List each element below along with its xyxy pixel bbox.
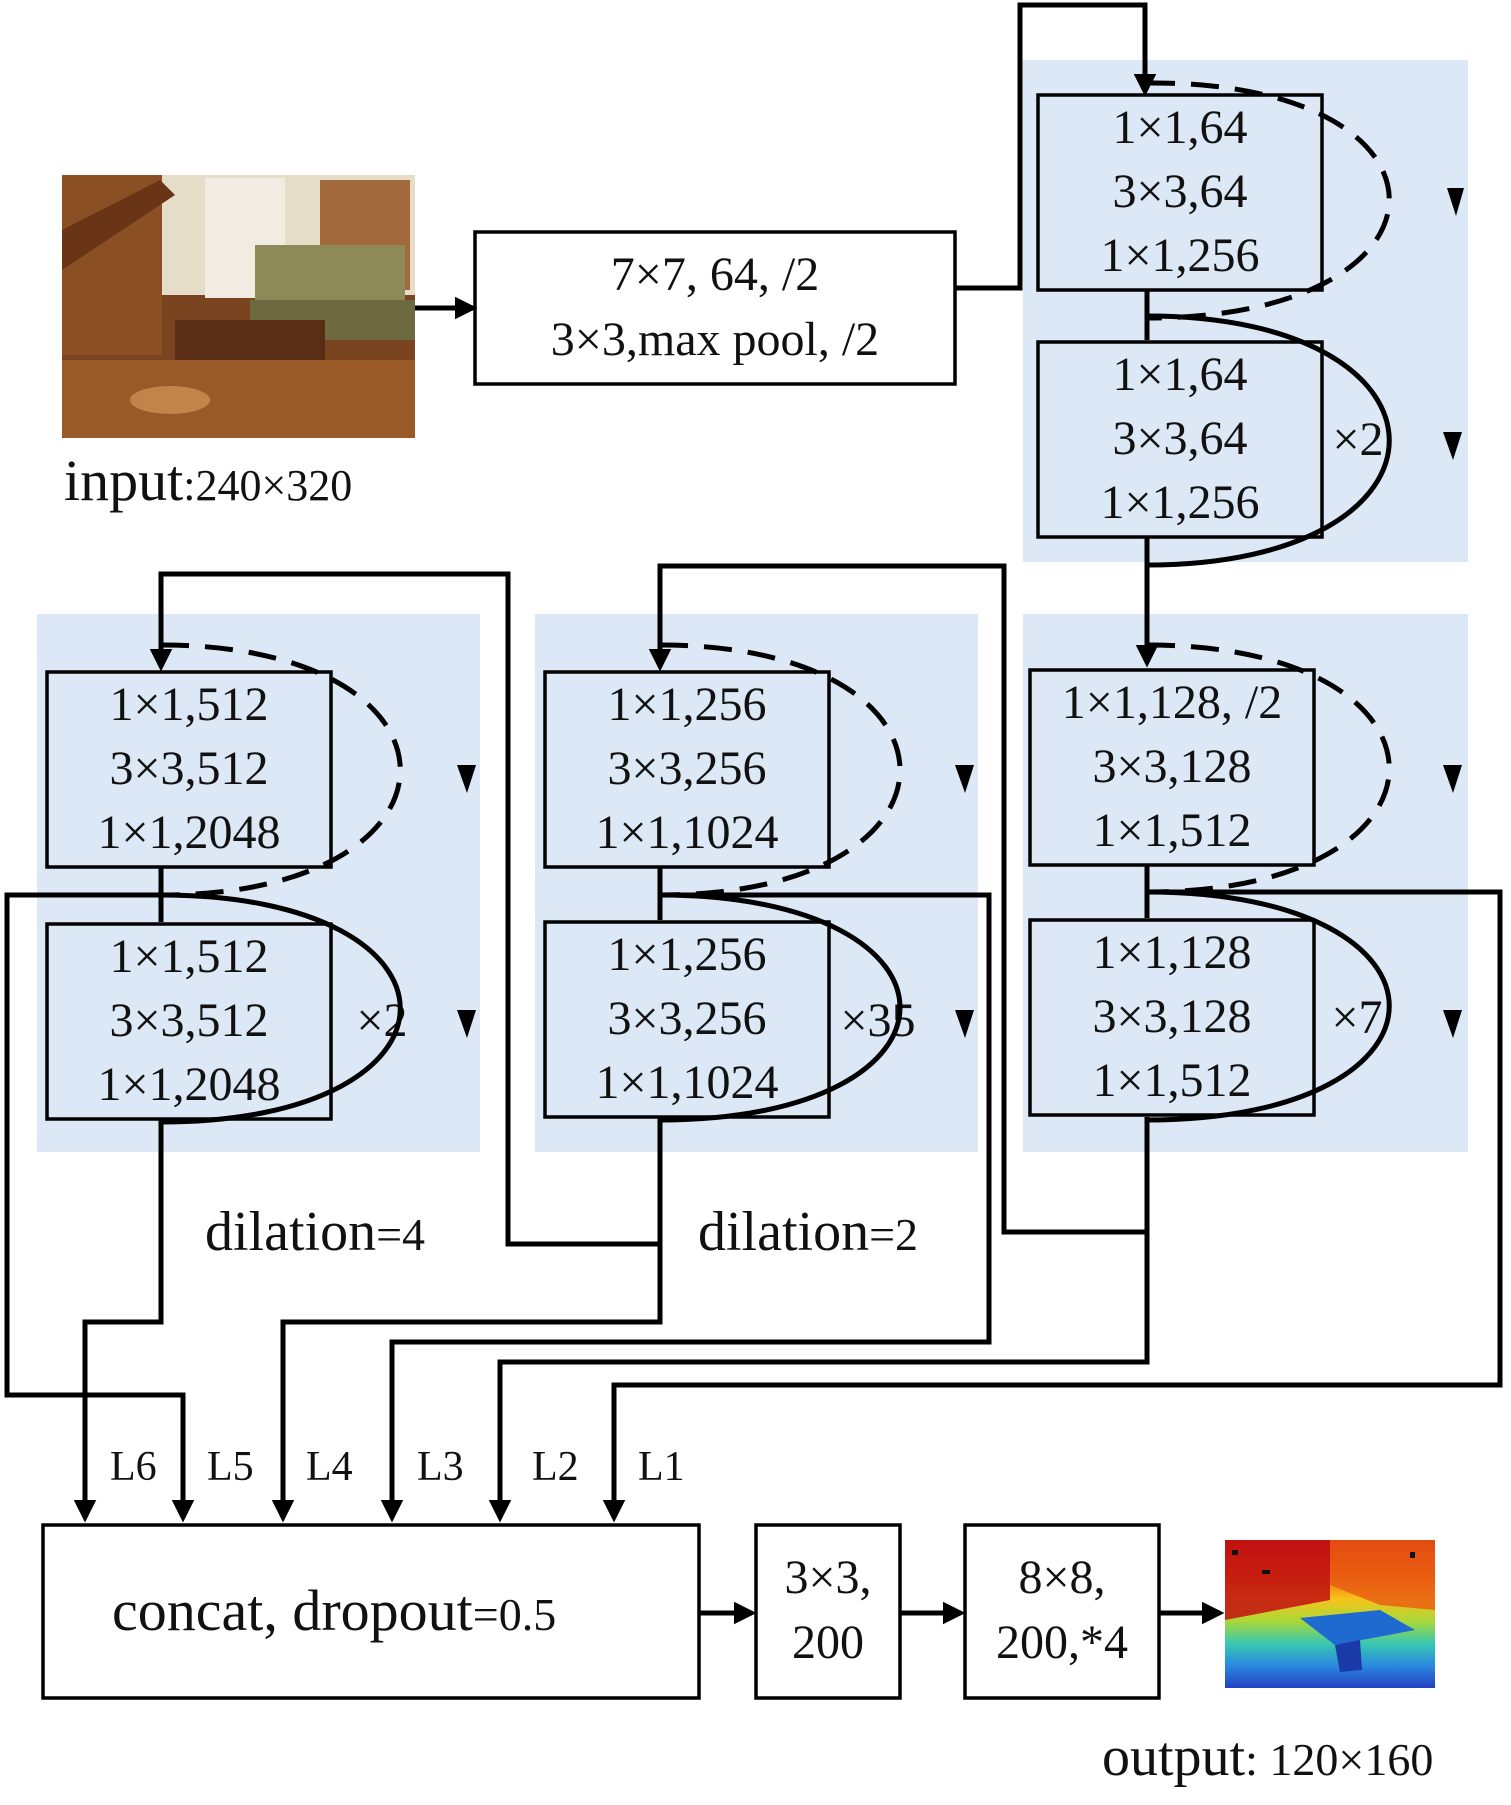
stage4-first-block — [45, 670, 333, 869]
s1-first-line2: 3×3,64 — [1112, 165, 1247, 218]
s2-first-line1: 1×1,128, /2 — [1062, 676, 1282, 729]
stage1-rest-block — [1036, 340, 1324, 539]
stage3-first-block — [543, 670, 831, 869]
layer-label-L4: L4 — [306, 1444, 353, 1490]
s2-rest-line1: 1×1,128 — [1092, 926, 1251, 979]
s4-rest-line2: 3×3,512 — [109, 994, 268, 1047]
layer-label-L6: L6 — [110, 1444, 157, 1490]
wire-L2 — [488, 1117, 1150, 1523]
stage4-background — [37, 614, 480, 1152]
deconv-line2: 200,*4 — [996, 1616, 1128, 1669]
stem-line2: 3×3,max pool, /2 — [551, 313, 879, 366]
wire-L6 — [73, 1119, 164, 1523]
layer-label-L1: L1 — [638, 1444, 685, 1490]
stage2-rest-block — [1028, 918, 1316, 1117]
s3-rest-line3: 1×1,1024 — [595, 1056, 778, 1109]
wire-L5 — [4, 892, 195, 1523]
s1-repeat: ×2 — [1332, 413, 1383, 466]
s1-first-line3: 1×1,256 — [1100, 229, 1259, 282]
output-depth-map — [1225, 1540, 1435, 1688]
wire-L3 — [380, 892, 992, 1523]
s2-first-line2: 3×3,128 — [1092, 740, 1251, 793]
s2-rest-line2: 3×3,128 — [1092, 990, 1251, 1043]
s2-solid-arrowhead — [1443, 1010, 1462, 1038]
s4-rest-line1: 1×1,512 — [109, 930, 268, 983]
s2-first-line3: 1×1,512 — [1092, 804, 1251, 857]
stage2-first-block — [1028, 668, 1316, 867]
s3-rest-line1: 1×1,256 — [607, 928, 766, 981]
stem-line1: 7×7, 64, /2 — [611, 248, 819, 301]
wire-L1 — [602, 889, 1503, 1523]
s3-solid-loop — [659, 892, 903, 1123]
s1-solid-arrowhead — [1443, 432, 1462, 460]
s2-dashed-arrowhead — [1443, 765, 1462, 793]
s1-rest-line3: 1×1,256 — [1100, 476, 1259, 529]
s4-first-line1: 1×1,512 — [109, 678, 268, 731]
s3-first-line2: 3×3,256 — [607, 742, 766, 795]
input-label: input:240×320 — [64, 448, 352, 513]
s1-dashed-loop — [1146, 80, 1392, 321]
s1-rest-line1: 1×1,64 — [1112, 348, 1247, 401]
s3-first-line3: 1×1,1024 — [595, 806, 778, 859]
s4-solid-loop — [160, 892, 403, 1125]
s4-rest-line3: 1×1,2048 — [97, 1058, 280, 1111]
s4-first-line3: 1×1,2048 — [97, 806, 280, 859]
s3-first-line1: 1×1,256 — [607, 678, 766, 731]
s4-dashed-arrowhead — [457, 765, 476, 793]
output-label: output: 120×160 — [1102, 1726, 1433, 1788]
dilation-4-label: dilation=4 — [205, 1201, 425, 1263]
s2-rest-line3: 1×1,512 — [1092, 1054, 1251, 1107]
stage3-background — [535, 614, 978, 1152]
arrow-stem-stage1 — [955, 2, 1157, 291]
s3-repeat: ×35 — [840, 994, 915, 1047]
deconv-line1: 8×8, — [1018, 1551, 1105, 1604]
dilation-2-label: dilation=2 — [698, 1201, 918, 1263]
concat-label: concat, dropout=0.5 — [112, 1578, 556, 1643]
wire-L4 — [271, 1117, 663, 1523]
layer-label-L5: L5 — [207, 1444, 254, 1490]
layer-label-L2: L2 — [532, 1444, 579, 1490]
s4-first-line2: 3×3,512 — [109, 742, 268, 795]
s3-solid-arrowhead — [955, 1010, 974, 1038]
s1-dashed-arrowhead — [1447, 188, 1464, 216]
s1-first-line1: 1×1,64 — [1112, 101, 1247, 154]
s2-repeat: ×7 — [1331, 991, 1382, 1044]
s1-rest-line2: 3×3,64 — [1112, 412, 1247, 465]
conv-line2: 200 — [792, 1616, 864, 1669]
conv-line1: 3×3, — [784, 1551, 871, 1604]
stage1-first-block — [1036, 93, 1324, 292]
input-image — [62, 175, 415, 438]
s2-solid-loop — [1146, 889, 1392, 1123]
s3-dashed-arrowhead — [955, 765, 974, 793]
s3-rest-line2: 3×3,256 — [607, 992, 766, 1045]
s4-solid-arrowhead — [457, 1010, 476, 1038]
layer-label-L3: L3 — [417, 1444, 464, 1490]
s1-solid-loop — [1146, 313, 1392, 568]
